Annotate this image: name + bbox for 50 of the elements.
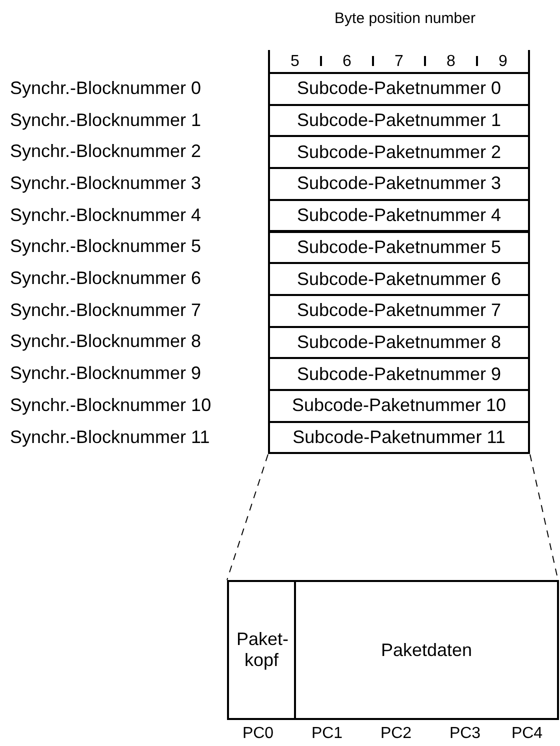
field-box bbox=[268, 104, 530, 138]
pc-label: PC3 bbox=[449, 724, 481, 744]
row-label: Synchr.-Blocknummer 8 bbox=[10, 331, 202, 352]
field-label: Subcode-Paketnummer 5 bbox=[296, 236, 502, 258]
byte-number: 8 bbox=[446, 52, 456, 72]
field-label: Subcode-Paketnummer 11 bbox=[292, 427, 506, 448]
field-box bbox=[268, 357, 530, 391]
field-label: Subcode-Paketnummer 4 bbox=[296, 205, 502, 226]
row-label: Synchr.-Blocknummer 10 bbox=[10, 394, 212, 416]
field-label: Subcode-Paketnummer 3 bbox=[296, 173, 502, 194]
field-label: Subcode-Paketnummer 7 bbox=[296, 300, 502, 322]
pc-label: PC2 bbox=[380, 724, 412, 744]
field-label: Subcode-Paketnummer 9 bbox=[296, 364, 502, 385]
field-box bbox=[268, 198, 530, 232]
field-box bbox=[268, 262, 530, 296]
byte-number: 6 bbox=[342, 52, 352, 72]
field-label: Paket- kopf bbox=[236, 629, 286, 671]
byte-number: 7 bbox=[394, 52, 404, 72]
row-label: Synchr.-Blocknummer 7 bbox=[10, 300, 202, 321]
pc-label: PC0 bbox=[242, 724, 274, 744]
field-label: Subcode-Paketnummer 0 bbox=[296, 78, 502, 100]
field-box bbox=[268, 389, 530, 423]
field-box bbox=[268, 167, 530, 201]
field-box bbox=[268, 230, 530, 264]
row-label: Synchr.-Blocknummer 4 bbox=[10, 204, 202, 226]
row-label: Synchr.-Blocknummer 6 bbox=[10, 268, 202, 290]
row-label: Synchr.-Blocknummer 0 bbox=[10, 78, 202, 99]
byte-number: 5 bbox=[290, 52, 300, 72]
field-box bbox=[268, 420, 530, 454]
field-box bbox=[268, 294, 530, 328]
row-label: Synchr.-Blocknummer 9 bbox=[10, 363, 202, 384]
row-label: Synchr.-Blocknummer 11 bbox=[10, 426, 210, 448]
byte-number: 9 bbox=[498, 52, 508, 72]
field-label: Subcode-Paketnummer 1 bbox=[296, 110, 502, 132]
field-box bbox=[268, 135, 530, 170]
row-label: Synchr.-Blocknummer 3 bbox=[10, 172, 202, 194]
field-box bbox=[268, 326, 530, 360]
pc-label: PC1 bbox=[311, 724, 343, 744]
field-box bbox=[268, 72, 530, 106]
projection-line bbox=[226, 454, 268, 580]
row-label: Synchr.-Blocknummer 1 bbox=[10, 110, 202, 131]
field-label: Subcode-Paketnummer 8 bbox=[296, 332, 502, 353]
field-label: Subcode-Paketnummer 6 bbox=[296, 268, 502, 290]
field-label: Subcode-Paketnummer 2 bbox=[296, 142, 502, 163]
field-label: Paketdaten bbox=[380, 640, 472, 660]
pc-label: PC4 bbox=[511, 724, 543, 744]
row-label: Synchr.-Blocknummer 2 bbox=[10, 141, 202, 162]
row-label: Synchr.-Blocknummer 5 bbox=[10, 236, 202, 258]
axis-title: Byte position number bbox=[334, 9, 476, 29]
field-label: Subcode-Paketnummer 10 bbox=[292, 395, 506, 416]
